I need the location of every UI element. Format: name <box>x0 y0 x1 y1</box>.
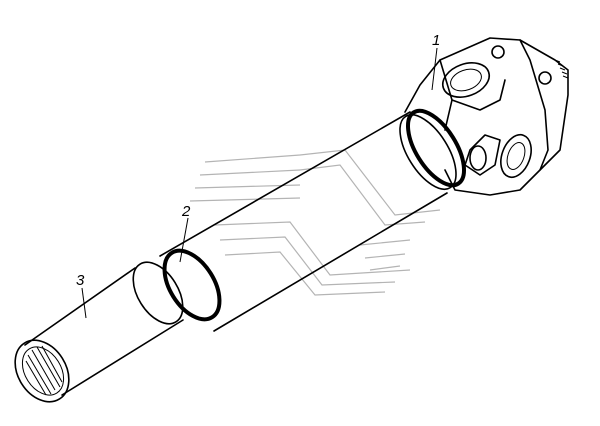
watermark-logo <box>189 149 441 296</box>
leader-lines <box>81 47 438 319</box>
seal-ring <box>162 248 222 322</box>
callout-1: 1 <box>432 32 440 49</box>
shaft-tube <box>159 108 466 332</box>
callout-2: 2 <box>181 203 191 220</box>
splined-sleeve <box>14 261 184 403</box>
callout-3: 3 <box>76 272 85 289</box>
universal-joint <box>404 37 569 196</box>
